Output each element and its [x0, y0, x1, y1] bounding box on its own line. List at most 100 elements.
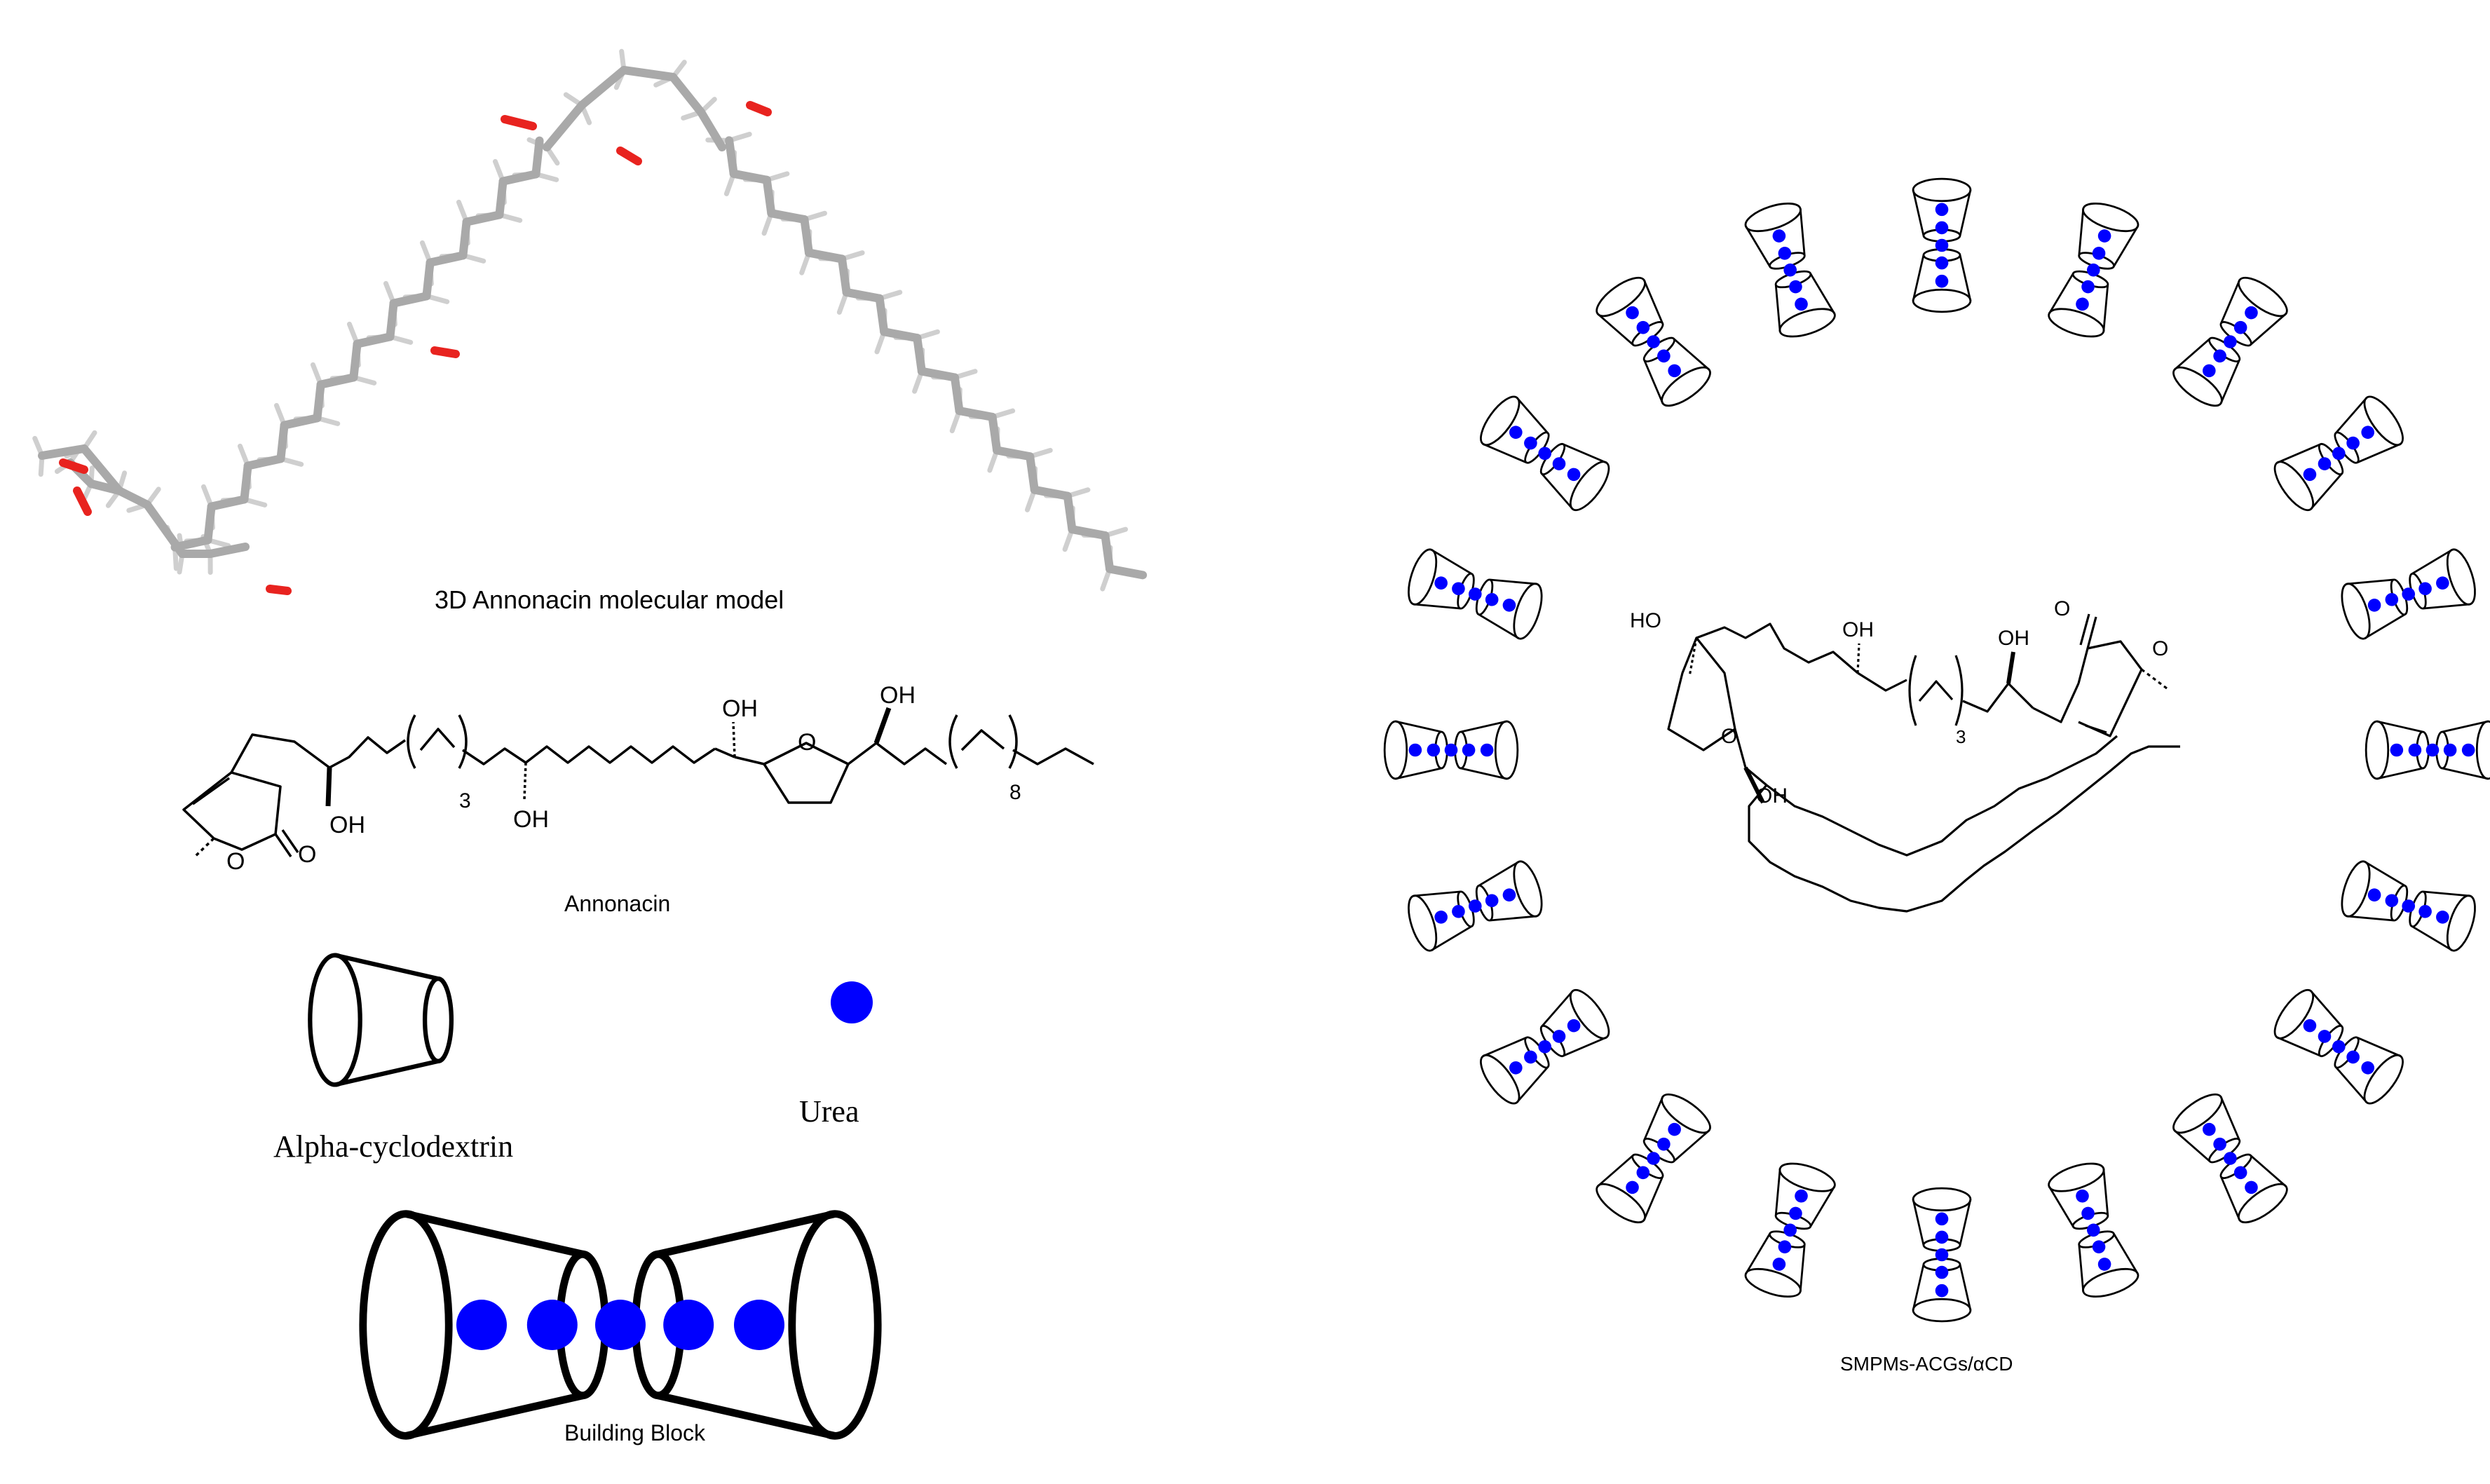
center-sub-3: 3: [1956, 726, 1966, 747]
carbon-bond: [495, 177, 508, 219]
annonacin-o-lactone: O: [226, 848, 245, 875]
smpms-label: SMPMs-ACGs/αCD: [1840, 1353, 2013, 1375]
ring-building-block: [1913, 1188, 1971, 1321]
ring-building-block: [1474, 984, 1616, 1109]
annonacin-sub-8: 8: [1009, 781, 1021, 804]
annonacin-3d-model: [32, 48, 1148, 595]
center-oh-bottom: OH: [1756, 784, 1788, 808]
ring-building-block: [1742, 1158, 1837, 1302]
carbon-bond: [203, 502, 216, 545]
alpha-cyclodextrin-icon: [310, 955, 451, 1085]
carbon-bond: [87, 479, 123, 495]
carbon-bond: [988, 412, 1002, 455]
carbon-bond: [800, 215, 813, 257]
carbon-bond: [620, 66, 677, 81]
carbon-bond: [458, 217, 471, 260]
carbon-bond: [206, 543, 250, 558]
ring-building-block: [1591, 1088, 1716, 1230]
ring-building-block: [1591, 271, 1716, 413]
annonacin-oh-middle: OH: [513, 806, 549, 833]
annonacin-o-ring: O: [798, 729, 816, 756]
ring-building-block: [1742, 198, 1837, 342]
carbon-bond: [353, 332, 395, 348]
center-annonacin-structure: [1667, 613, 2180, 913]
carbon-bond: [313, 380, 325, 423]
center-o-lactone: O: [2152, 637, 2168, 660]
annonacin-oh-top: OH: [722, 695, 758, 722]
ring-building-block: [1385, 721, 1518, 779]
ring-building-block: [2046, 1158, 2141, 1302]
oxygen-atom: [430, 346, 460, 358]
carbon-bond: [543, 101, 586, 151]
carbon-bond: [240, 461, 252, 504]
building-block-icon: [363, 1214, 878, 1436]
carbon-bond: [386, 299, 398, 341]
urea-label: Urea: [799, 1094, 859, 1129]
carbon-bond: [993, 446, 1035, 461]
carbon-bond: [875, 294, 889, 336]
oxygen-atom: [746, 101, 772, 116]
carbon-bond: [1101, 531, 1115, 573]
ring-building-block: [1913, 179, 1971, 312]
ring-building-block: [1403, 858, 1547, 953]
alpha-cyclodextrin-label: Alpha-cyclodextrin: [273, 1129, 513, 1164]
carbon-bond: [1026, 452, 1039, 494]
ring-building-block: [2268, 984, 2410, 1109]
center-ho-label: HO: [1630, 609, 1661, 632]
carbon-bond: [729, 169, 771, 184]
carbon-bond: [280, 414, 322, 430]
carbon-bond: [950, 373, 964, 416]
carbon-bond: [697, 108, 726, 151]
carbon-bond: [767, 209, 809, 224]
3d-model-label: 3D Annonacin molecular model: [435, 585, 784, 614]
annonacin-sub-3: 3: [459, 789, 471, 812]
carbon-bond: [316, 373, 358, 389]
building-block-ring: [1385, 179, 2490, 1321]
carbon-bond: [115, 486, 151, 509]
carbon-bond: [80, 444, 123, 495]
ring-building-block: [2168, 271, 2293, 413]
carbon-bond: [422, 258, 435, 301]
carbon-bond: [804, 248, 847, 264]
ring-building-block: [1403, 546, 1547, 641]
carbon-bond: [349, 339, 362, 382]
ring-building-block: [2046, 198, 2141, 342]
carbon-bond: [913, 334, 926, 376]
carbon-bond: [1105, 564, 1148, 580]
carbon-bond: [1068, 525, 1110, 540]
carbon-bond: [842, 287, 884, 303]
center-o-carbonyl: O: [2054, 597, 2070, 620]
annonacin-oh-left: OH: [329, 812, 365, 838]
oxygen-atom: [266, 585, 292, 595]
oxygen-atom: [501, 115, 537, 130]
carbon-bond: [531, 136, 544, 179]
oxygen-atom: [73, 486, 92, 516]
center-o-thf: O: [1721, 725, 1737, 748]
carbon-bond: [243, 454, 285, 470]
oxygen-atom: [59, 458, 88, 474]
annonacin-o-carbonyl: O: [298, 841, 316, 868]
ring-building-block: [2366, 721, 2490, 779]
carbon-bond: [1030, 485, 1072, 501]
carbon-bond: [143, 501, 186, 558]
carbon-bond: [838, 254, 851, 297]
carbon-bond: [426, 251, 468, 267]
carbon-bond: [725, 136, 738, 178]
carbon-bond: [462, 210, 504, 226]
carbon-bond: [389, 292, 431, 308]
carbon-bond: [498, 170, 540, 186]
ring-building-block: [2336, 858, 2481, 953]
carbon-bond: [880, 327, 922, 343]
carbon-bond: [38, 444, 88, 460]
carbon-bond: [955, 407, 997, 421]
ring-building-block: [1474, 391, 1616, 516]
ring-building-block: [2268, 391, 2410, 516]
center-oh-middle: OH: [1842, 618, 1874, 641]
carbon-bond: [669, 73, 705, 116]
carbon-bond: [762, 175, 776, 218]
carbon-bond: [917, 367, 959, 382]
urea-icon: [831, 981, 873, 1023]
annonacin-structure: [182, 707, 1094, 858]
center-oh-right: OH: [1998, 627, 2029, 650]
